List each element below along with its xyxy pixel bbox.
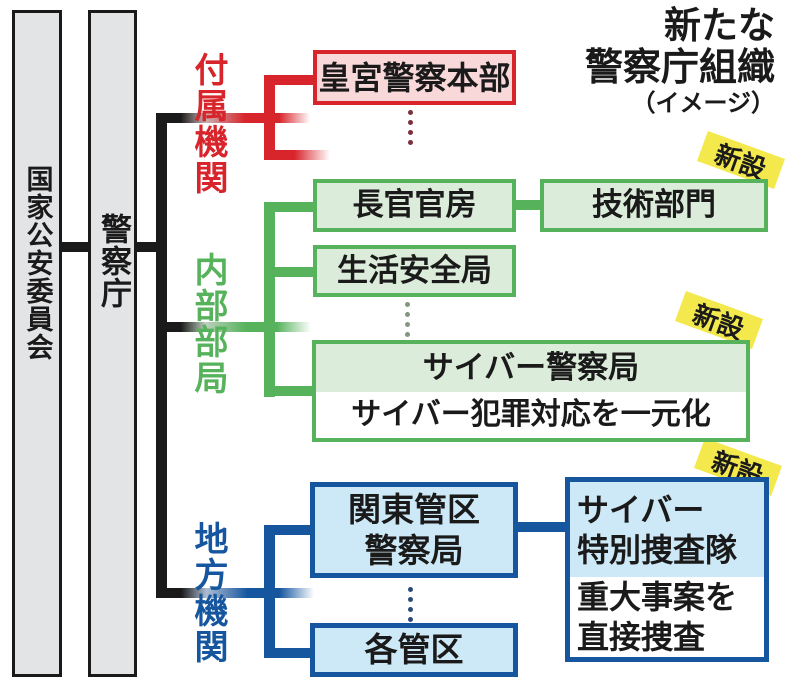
box-cyber-special-unit-line1: サイバー bbox=[577, 490, 705, 529]
box-national-public-safety-commission-label: 国家公安委員会 bbox=[21, 165, 53, 361]
box-cyber-police-bureau: サイバー警察局 サイバー犯罪対応を一元化 bbox=[312, 340, 750, 442]
connector-kanto bbox=[275, 525, 313, 535]
branch-label-attached-organs: 付属機関 bbox=[188, 52, 228, 196]
box-kanto-line1: 関東管区 bbox=[348, 489, 480, 529]
attached-branch-line bbox=[264, 75, 275, 160]
box-imperial-guard-hq: 皇宮警察本部 bbox=[313, 50, 516, 105]
regional-branch-line bbox=[264, 525, 275, 658]
connector-each-region bbox=[275, 648, 313, 658]
box-national-public-safety-commission: 国家公安委員会 bbox=[12, 10, 62, 677]
chart-title: 新たな 警察庁組織 （イメージ） bbox=[585, 5, 775, 118]
box-cyber-police-bureau-note-label: サイバー犯罪対応を一元化 bbox=[351, 397, 711, 433]
box-cyber-special-unit-note-line2: 直接捜査 bbox=[577, 618, 706, 656]
box-imperial-guard-hq-label: 皇宮警察本部 bbox=[318, 58, 511, 97]
box-cyber-police-bureau-note: サイバー犯罪対応を一元化 bbox=[316, 392, 746, 438]
chart-title-subtitle: （イメージ） bbox=[631, 88, 775, 117]
branch-label-internal-bureaus: 内部部局 bbox=[188, 252, 228, 396]
ellipsis-internal bbox=[405, 302, 410, 337]
ellipsis-regional bbox=[408, 587, 413, 622]
connector-trunk-regional bbox=[156, 588, 314, 598]
ellipsis-attached bbox=[408, 110, 413, 145]
trunk-line bbox=[156, 113, 167, 598]
box-cyber-special-unit-title: サイバー 特別捜査隊 bbox=[570, 482, 764, 577]
box-commissioner-secretariat: 長官官房 bbox=[313, 179, 516, 232]
attached-branch-continuation bbox=[275, 150, 330, 160]
box-cyber-special-unit: サイバー 特別捜査隊 重大事案を 直接捜査 bbox=[565, 477, 769, 662]
connector-trunk-attached bbox=[156, 113, 310, 123]
box-technical-division-label: 技術部門 bbox=[592, 187, 716, 224]
box-national-police-agency-label: 警察庁 bbox=[95, 213, 131, 309]
box-kanto-regional-police: 関東管区 警察局 bbox=[310, 482, 518, 578]
box-each-region: 各管区 bbox=[310, 623, 518, 677]
box-kanto-regional-police-label: 関東管区 警察局 bbox=[348, 489, 480, 572]
connector-secretariat bbox=[275, 202, 315, 212]
connector-npsc-npa bbox=[62, 242, 88, 252]
connector-community-safety bbox=[275, 267, 315, 277]
box-cyber-special-unit-note-line1: 重大事案を bbox=[577, 578, 738, 616]
connector-npa-trunk bbox=[137, 242, 162, 252]
box-technical-division: 技術部門 bbox=[540, 179, 768, 232]
box-community-safety-bureau: 生活安全局 bbox=[313, 245, 516, 297]
box-each-region-label: 各管区 bbox=[364, 630, 464, 670]
branch-label-regional-organs: 地方機関 bbox=[188, 521, 228, 665]
box-cyber-police-bureau-title: サイバー警察局 bbox=[316, 344, 746, 392]
connector-imperial-guard bbox=[275, 75, 317, 85]
connector-kanto-cyber-unit bbox=[516, 522, 568, 532]
box-cyber-special-unit-line2: 特別捜査隊 bbox=[577, 530, 738, 569]
box-kanto-line2: 警察局 bbox=[364, 531, 464, 570]
box-commissioner-secretariat-label: 長官官房 bbox=[352, 187, 477, 224]
chart-title-line1: 新たな bbox=[664, 4, 775, 47]
box-cyber-police-bureau-label: サイバー警察局 bbox=[422, 349, 640, 386]
box-community-safety-bureau-label: 生活安全局 bbox=[337, 252, 492, 289]
connector-trunk-internal bbox=[156, 322, 311, 332]
box-cyber-special-unit-note: 重大事案を 直接捜査 bbox=[570, 577, 764, 657]
connector-secretariat-technical bbox=[514, 200, 544, 210]
chart-title-line2: 警察庁組織 bbox=[584, 45, 775, 90]
box-national-police-agency: 警察庁 bbox=[88, 10, 137, 677]
connector-cyber-bureau bbox=[275, 386, 315, 396]
internal-branch-line bbox=[264, 202, 275, 397]
